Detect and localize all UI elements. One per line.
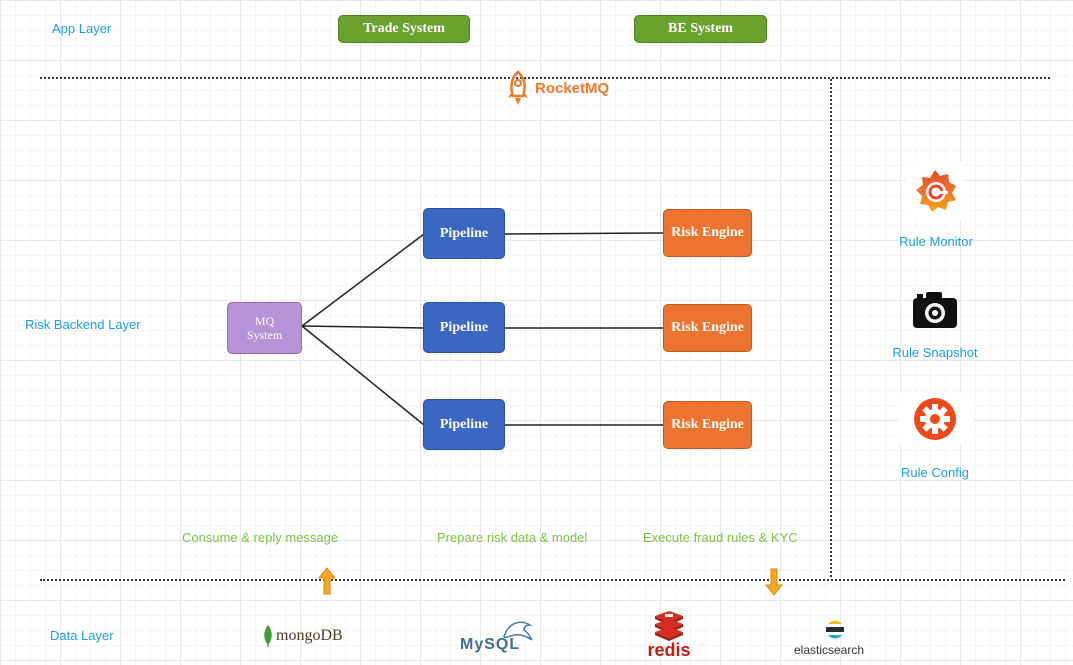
pipeline-box-2[interactable]: Pipeline xyxy=(423,302,505,353)
rule-config-label: Rule Config xyxy=(901,465,969,480)
pipeline-1-to-engine-1-line xyxy=(504,232,665,235)
risk-engine-box-1[interactable]: Risk Engine xyxy=(663,209,752,257)
rocketmq-logo: RocketMQ xyxy=(505,70,609,106)
elasticsearch-logo: elasticsearch xyxy=(794,619,875,657)
mq-to-pipeline-1-line xyxy=(301,233,425,327)
redis-stack-icon xyxy=(655,611,683,641)
mysql-logo: MySQL xyxy=(460,617,540,657)
data-layer-divider xyxy=(40,579,1065,581)
camera-icon xyxy=(913,292,957,328)
rule-monitor-tile[interactable] xyxy=(906,162,964,220)
mq-system-line2: System xyxy=(246,328,283,342)
pipeline-box-3[interactable]: Pipeline xyxy=(423,399,505,450)
rule-snapshot-tile[interactable] xyxy=(911,290,959,330)
mongodb-leaf-icon xyxy=(264,625,272,647)
redis-label: redis xyxy=(647,640,691,660)
app-layer-divider xyxy=(40,77,1050,79)
caption-prepare: Prepare risk data & model xyxy=(437,530,588,545)
mq-system-box[interactable]: MQ System xyxy=(227,302,302,354)
caption-consume: Consume & reply message xyxy=(182,530,339,545)
mq-system-line1: MQ xyxy=(254,314,275,328)
rule-snapshot-label: Rule Snapshot xyxy=(892,345,978,360)
up-arrow-icon xyxy=(317,567,337,595)
rocket-icon xyxy=(508,70,528,105)
mongodb-logo: mongoDB xyxy=(262,624,343,648)
be-system-box[interactable]: BE System xyxy=(634,15,767,43)
caption-execute: Execute fraud rules & KYC xyxy=(643,530,798,545)
trade-system-box[interactable]: Trade System xyxy=(338,15,470,43)
mq-to-pipeline-3-line xyxy=(301,325,425,426)
mq-to-pipeline-2-line xyxy=(301,325,425,329)
app-layer-label: App Layer xyxy=(52,21,112,36)
redis-logo: redis xyxy=(645,611,693,660)
risk-backend-layer-label: Risk Backend Layer xyxy=(25,317,141,332)
pipeline-box-1[interactable]: Pipeline xyxy=(423,208,505,259)
rule-monitor-label: Rule Monitor xyxy=(899,234,973,249)
gear-icon xyxy=(914,398,956,440)
risk-engine-box-2[interactable]: Risk Engine xyxy=(663,304,752,352)
elasticsearch-label: elasticsearch xyxy=(793,643,865,657)
risk-engine-box-3[interactable]: Risk Engine xyxy=(663,401,752,449)
down-arrow-icon xyxy=(764,568,784,596)
mysql-label: MySQL xyxy=(460,636,521,653)
grafana-icon xyxy=(916,170,956,212)
elasticsearch-icon xyxy=(826,620,844,639)
rule-config-tile[interactable] xyxy=(898,393,972,445)
data-layer-label: Data Layer xyxy=(50,628,114,643)
tools-divider xyxy=(830,79,832,577)
rocketmq-label: RocketMQ xyxy=(535,79,610,97)
mongodb-label: mongoDB xyxy=(276,627,343,644)
dolphin-icon xyxy=(503,621,533,641)
